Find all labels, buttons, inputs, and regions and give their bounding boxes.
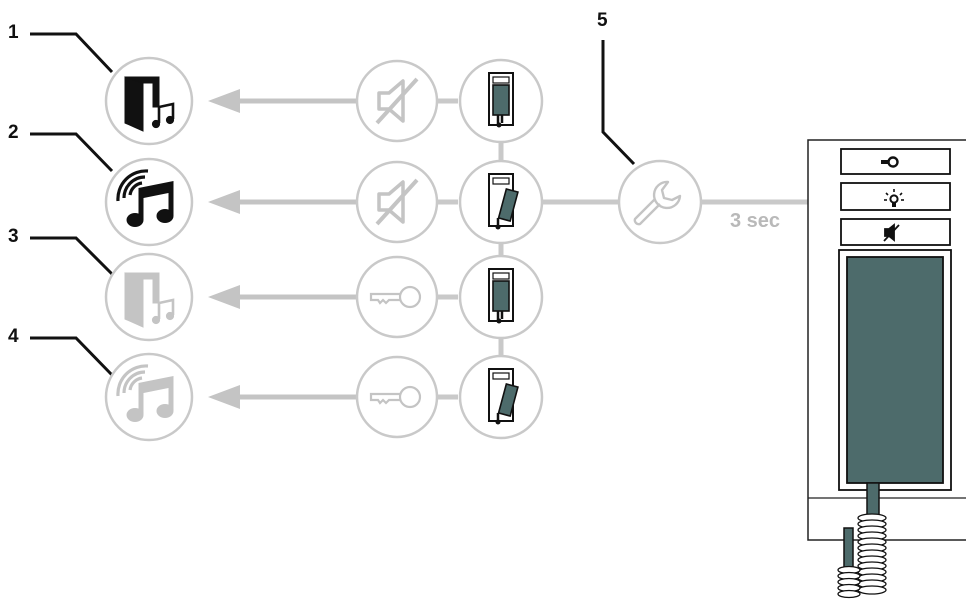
mute-button-circle-row1 [355,59,439,143]
handset-lifted-icon [487,367,520,426]
coiled-cord [837,513,887,599]
light-icon [884,189,904,207]
key-button-circle-row3 [355,255,439,339]
handset-on-hook-row1 [458,58,544,144]
handset-icon [487,71,515,129]
device-light-button [840,182,951,211]
key-icon [881,156,899,168]
mute-icon [883,223,900,242]
result-door-melody-active [104,56,194,146]
result-door-melody-inactive [104,252,194,342]
hold-duration-label: 3 sec [730,210,781,232]
handset-off-hook-row4 [458,354,544,440]
callout-number-4: 4 [8,326,19,347]
handset-on-hook-row3 [458,254,544,340]
callout-number-5: 5 [597,10,608,31]
connectors [437,98,852,400]
callout-number-3: 3 [8,226,19,247]
callout-number-2: 2 [8,122,19,143]
intercom-device [807,139,966,599]
settings-wrench-circle [617,159,703,245]
result-call-melody-inactive [104,352,194,442]
arrows [208,89,356,409]
callout-number-1: 1 [8,22,19,43]
device-key-button [840,148,951,175]
mute-button-circle-row2 [355,160,439,244]
key-button-circle-row4 [355,355,439,439]
device-handset [838,249,952,569]
handset-off-hook-row2 [458,159,544,245]
leader-lines [30,32,636,377]
handset-lifted-icon [487,172,520,231]
device-mute-button [840,218,951,246]
handset-icon [487,267,515,325]
result-call-melody-active [104,157,194,247]
